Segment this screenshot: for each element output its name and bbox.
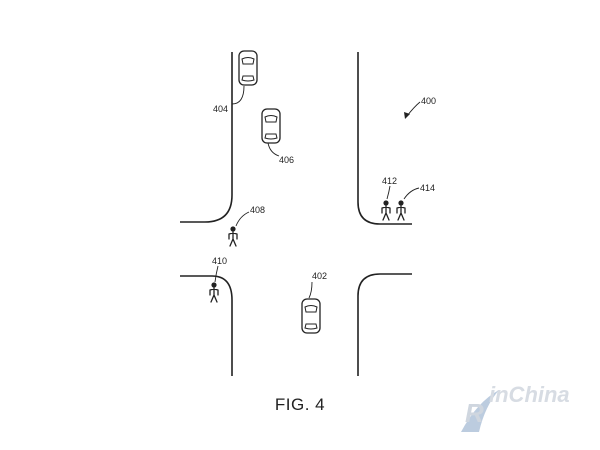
figure-caption: FIG. 4 bbox=[274, 395, 326, 414]
curb-northeast bbox=[357, 52, 412, 225]
label-402: 402 bbox=[312, 271, 327, 281]
curb-northwest bbox=[180, 52, 233, 223]
label-400: 400 bbox=[421, 96, 436, 106]
leader-410 bbox=[214, 265, 219, 283]
arrowhead-400 bbox=[404, 112, 410, 119]
watermark-r: R bbox=[465, 398, 484, 428]
label-404: 404 bbox=[213, 104, 228, 114]
pedestrian-412 bbox=[381, 200, 391, 221]
leader-408 bbox=[235, 211, 250, 227]
vehicle-404 bbox=[238, 50, 258, 86]
leader-412 bbox=[386, 185, 391, 200]
leader-402 bbox=[308, 281, 313, 299]
leader-404 bbox=[231, 85, 245, 105]
label-406: 406 bbox=[279, 155, 294, 165]
rinchina-watermark: R inChina bbox=[461, 382, 570, 432]
label-410: 410 bbox=[212, 256, 227, 266]
vehicle-406 bbox=[261, 108, 281, 144]
curb-southwest bbox=[180, 275, 233, 376]
curb-southeast bbox=[357, 273, 412, 376]
leader-406 bbox=[267, 142, 280, 157]
pedestrian-410 bbox=[209, 282, 219, 303]
pedestrian-408 bbox=[228, 226, 238, 247]
label-408: 408 bbox=[250, 205, 265, 215]
vehicle-402 bbox=[301, 298, 321, 334]
road-curbs bbox=[180, 52, 412, 376]
pedestrian-414 bbox=[396, 200, 406, 221]
watermark-brand: inChina bbox=[489, 382, 570, 407]
label-414: 414 bbox=[420, 183, 435, 193]
label-412: 412 bbox=[382, 176, 397, 186]
leader-414 bbox=[403, 187, 420, 200]
watermark-logo-swoosh bbox=[461, 390, 499, 432]
